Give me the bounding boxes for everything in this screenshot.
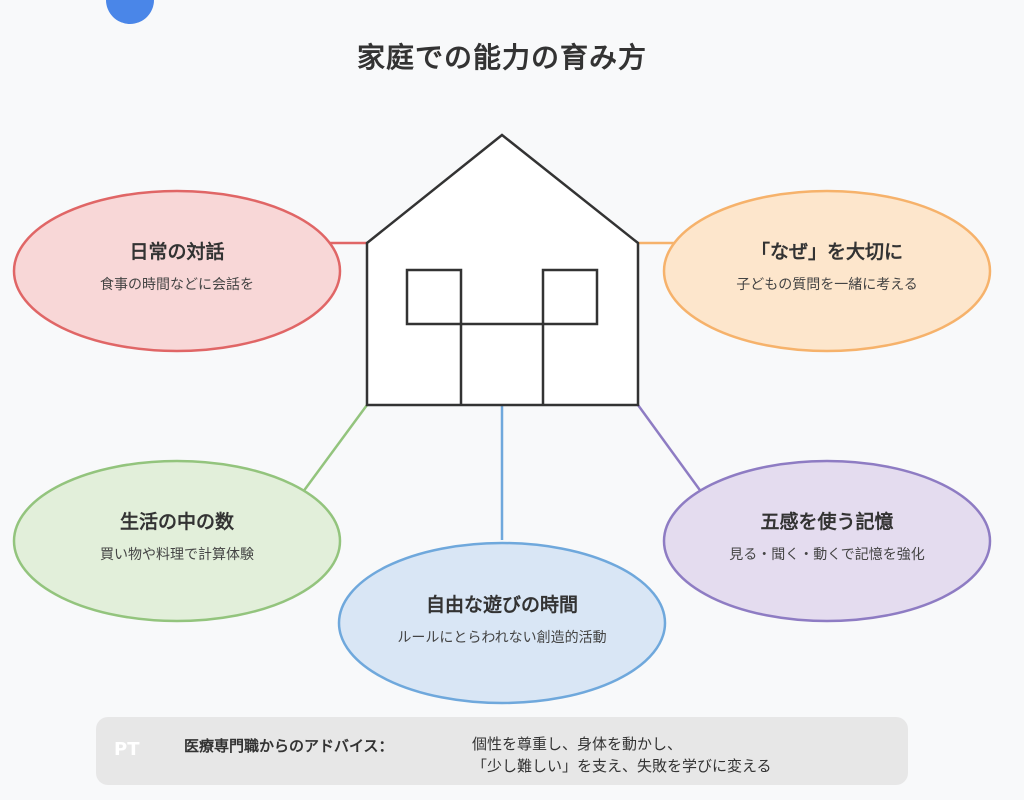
- ellipse-why: [662, 189, 992, 353]
- node-play-title: 自由な遊びの時間: [425, 594, 578, 616]
- node-dialogue-subtitle: 食事の時間などに会話を: [100, 277, 254, 293]
- ellipse-senses: [662, 459, 992, 623]
- node-dialogue-title: 日常の対話: [129, 241, 225, 263]
- node-why-subtitle: 子どもの質問を一緒に考える: [736, 277, 918, 293]
- house-window-right: [541, 268, 599, 326]
- ellipse-play: [337, 541, 667, 705]
- advice-text: 個性を尊重し、身体を動かし、 「少し難しい」を支え、失敗を学びに変える: [472, 733, 772, 777]
- ellipse-numbers: [12, 459, 342, 623]
- node-senses-title: 五感を使う記憶: [760, 511, 894, 533]
- accent-dot: [106, 0, 154, 24]
- node-numbers-subtitle: 買い物や料理で計算体験: [100, 547, 254, 563]
- node-play-subtitle: ルールにとらわれない創造的活動: [397, 630, 607, 646]
- node-why: 「なぜ」を大切に 子どもの質問を一緒に考える: [677, 237, 977, 294]
- node-senses-subtitle: 見る・聞く・動くで記憶を強化: [729, 547, 925, 563]
- advice-box: PT 医療専門職からのアドバイス： 個性を尊重し、身体を動かし、 「少し難しい」…: [96, 717, 908, 785]
- house-window-left: [405, 268, 463, 326]
- node-play: 自由な遊びの時間 ルールにとらわれない創造的活動: [352, 590, 652, 647]
- advice-line-2: 「少し難しい」を支え、失敗を学びに変える: [472, 757, 772, 775]
- node-dialogue: 日常の対話 食事の時間などに会話を: [27, 237, 327, 294]
- house-illustration: [365, 133, 640, 407]
- house-door: [459, 322, 545, 405]
- advice-avatar: PT: [114, 739, 140, 760]
- node-numbers: 生活の中の数 買い物や料理で計算体験: [27, 507, 327, 564]
- page-title: 家庭での能力の育み方: [356, 41, 647, 74]
- advice-label: 医療専門職からのアドバイス：: [184, 737, 394, 755]
- node-numbers-title: 生活の中の数: [119, 511, 234, 533]
- node-senses: 五感を使う記憶 見る・聞く・動くで記憶を強化: [677, 507, 977, 564]
- ellipse-dialogue: [12, 189, 342, 353]
- advice-line-1: 個性を尊重し、身体を動かし、: [472, 735, 683, 753]
- node-why-title: 「なぜ」を大切に: [750, 241, 903, 263]
